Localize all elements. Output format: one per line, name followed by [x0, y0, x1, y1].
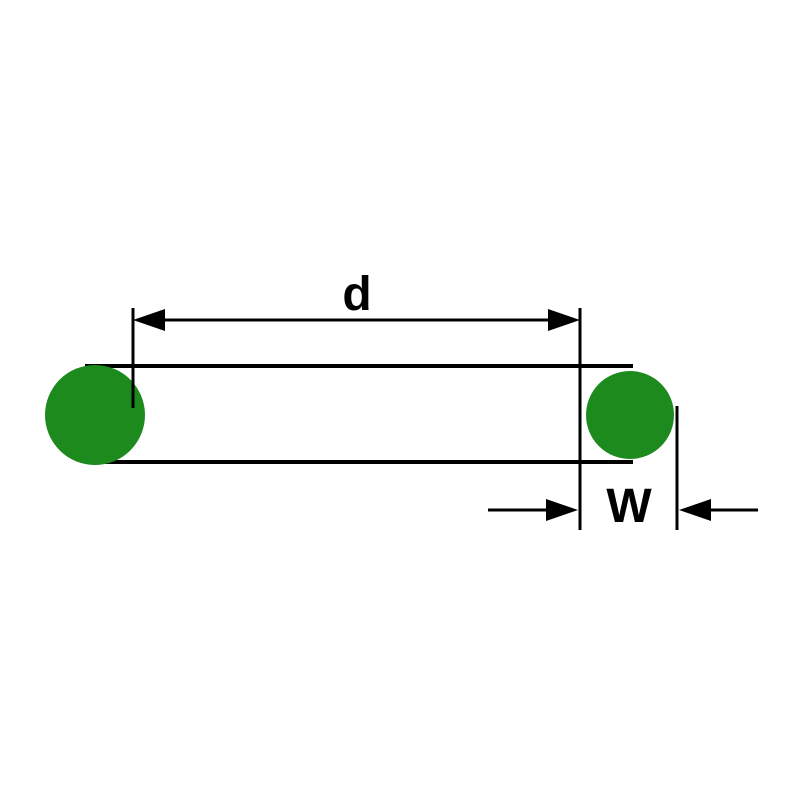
w-label: W [606, 480, 652, 533]
w-arrowhead-left-icon [546, 499, 578, 521]
d-arrowhead-right-icon [548, 309, 580, 331]
oring-cross-section-left [45, 365, 145, 465]
oring-cross-section-right [586, 371, 674, 459]
d-arrowhead-left-icon [133, 309, 165, 331]
w-arrowhead-right-icon [679, 499, 711, 521]
d-label: d [342, 268, 371, 321]
